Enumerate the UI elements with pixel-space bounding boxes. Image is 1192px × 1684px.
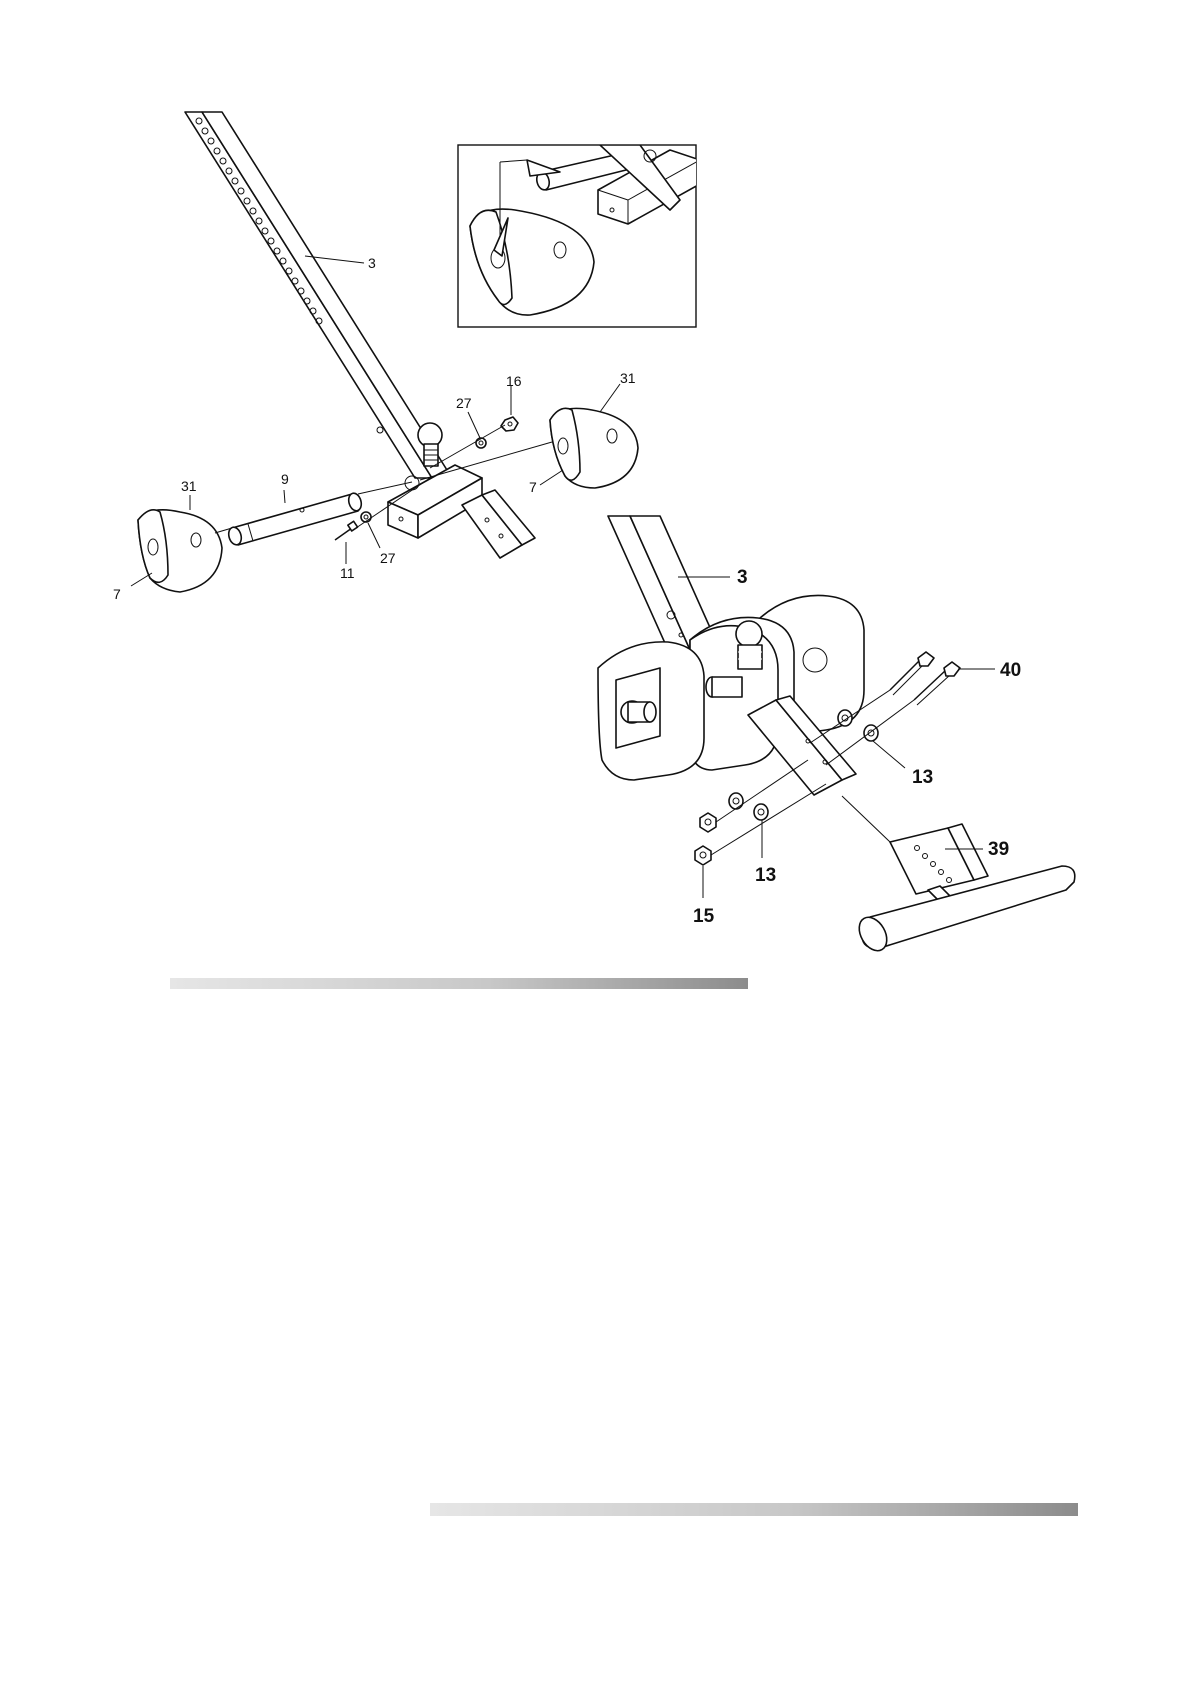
callout-washer-bottom: 27 xyxy=(380,550,396,566)
callout-nut-step2: 15 xyxy=(693,906,715,927)
washer-part-13-d xyxy=(754,804,768,820)
callout-bushing-right: 7 xyxy=(529,479,537,495)
washer-part-13-b xyxy=(864,725,878,741)
callout-cap-right: 31 xyxy=(620,370,636,386)
callout-cap-left: 31 xyxy=(181,478,197,494)
callout-bushing-left: 7 xyxy=(113,586,121,602)
inset-detail xyxy=(458,145,700,327)
bolt-part-40-a xyxy=(890,652,934,695)
axle-part-9 xyxy=(227,492,363,547)
washer-bottom-part-27 xyxy=(361,512,371,522)
knob-step2 xyxy=(736,621,762,669)
nut-part-15-a xyxy=(700,813,716,832)
callout-rail-step2: 3 xyxy=(737,567,748,588)
washer-top-part-27 xyxy=(476,438,486,448)
callout-screw: 11 xyxy=(340,565,355,581)
end-cap-right xyxy=(550,408,638,488)
callout-washer-upper: 13 xyxy=(912,767,933,788)
callout-bolt: 40 xyxy=(1000,660,1021,681)
callout-washer-top: 27 xyxy=(456,395,472,411)
callout-foot-bar: 39 xyxy=(988,839,1009,860)
bolt-part-40-b xyxy=(914,662,960,705)
callout-washer-lower: 13 xyxy=(755,865,776,886)
step2-drawing: 3 40 13 13 39 15 xyxy=(598,516,1075,956)
nut-part-15-b xyxy=(695,846,711,865)
section-divider-bar-1 xyxy=(170,978,748,989)
nut-part-16 xyxy=(501,417,518,431)
callout-nut: 16 xyxy=(506,373,522,389)
section-divider-bar-2 xyxy=(430,1503,1078,1516)
callout-axle: 9 xyxy=(281,471,289,487)
washer-part-13-c xyxy=(729,793,743,809)
foot-bar-part-39 xyxy=(854,824,1075,956)
lower-tube xyxy=(462,490,535,558)
callout-rail: 3 xyxy=(368,255,376,271)
end-cap-left xyxy=(138,510,222,592)
rail-part-3 xyxy=(185,112,452,478)
screw-part-11 xyxy=(335,521,358,540)
